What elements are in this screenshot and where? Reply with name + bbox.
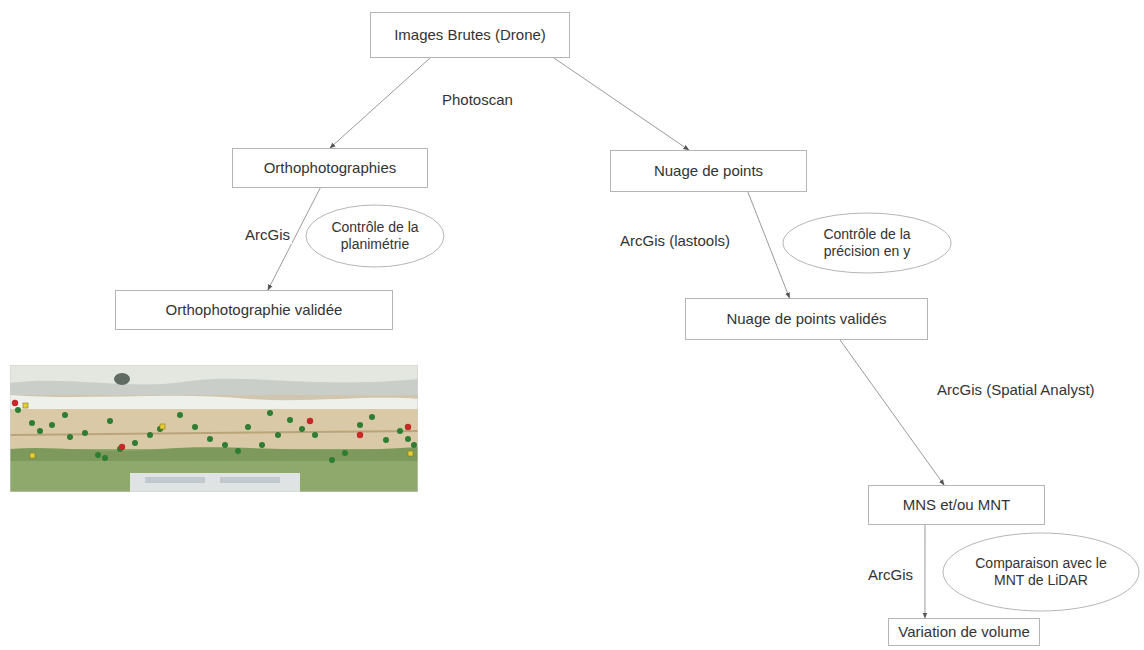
check-ellipse: Contrôle de la planimétrie — [305, 204, 445, 268]
process-box: Variation de volume — [888, 618, 1040, 646]
process-box: Orthophotographie validée — [115, 290, 393, 330]
process-box: MNS et/ou MNT — [868, 485, 1045, 525]
edge-label: ArcGis — [243, 226, 292, 244]
node-text: Variation de volume — [898, 623, 1029, 641]
check-ellipse: Comparaison avec le MNT de LiDAR — [942, 532, 1140, 612]
node-text: MNS et/ou MNT — [903, 496, 1011, 514]
node-text: Nuage de points validés — [726, 310, 886, 328]
arrow-connector — [924, 525, 925, 618]
node-text: Contrôle de la planimétrie — [321, 219, 430, 253]
arrow-connector — [840, 340, 944, 485]
process-box: Images Brutes (Drone) — [370, 12, 570, 58]
node-text: Images Brutes (Drone) — [394, 26, 546, 44]
node-text: Contrôle de la précision en y — [801, 226, 934, 260]
edge-label: ArcGis — [866, 566, 915, 584]
arrow-connector — [330, 58, 430, 148]
process-box: Orthophotographies — [232, 148, 428, 188]
process-box: Nuage de points validés — [685, 298, 928, 340]
arrow-connector — [554, 58, 689, 150]
process-box: Nuage de points — [610, 150, 807, 192]
check-ellipse: Contrôle de la précision en y — [782, 212, 952, 274]
node-text: Comparaison avec le MNT de LiDAR — [964, 555, 1118, 589]
node-text: Orthophotographie validée — [166, 301, 343, 319]
orthophoto-illustration — [10, 365, 418, 492]
edge-label: ArcGis (lastools) — [618, 232, 732, 250]
edge-label: ArcGis (Spatial Analyst) — [935, 381, 1097, 399]
node-text: Orthophotographies — [264, 159, 397, 177]
node-text: Nuage de points — [654, 162, 763, 180]
software-label: Photoscan — [440, 91, 515, 109]
